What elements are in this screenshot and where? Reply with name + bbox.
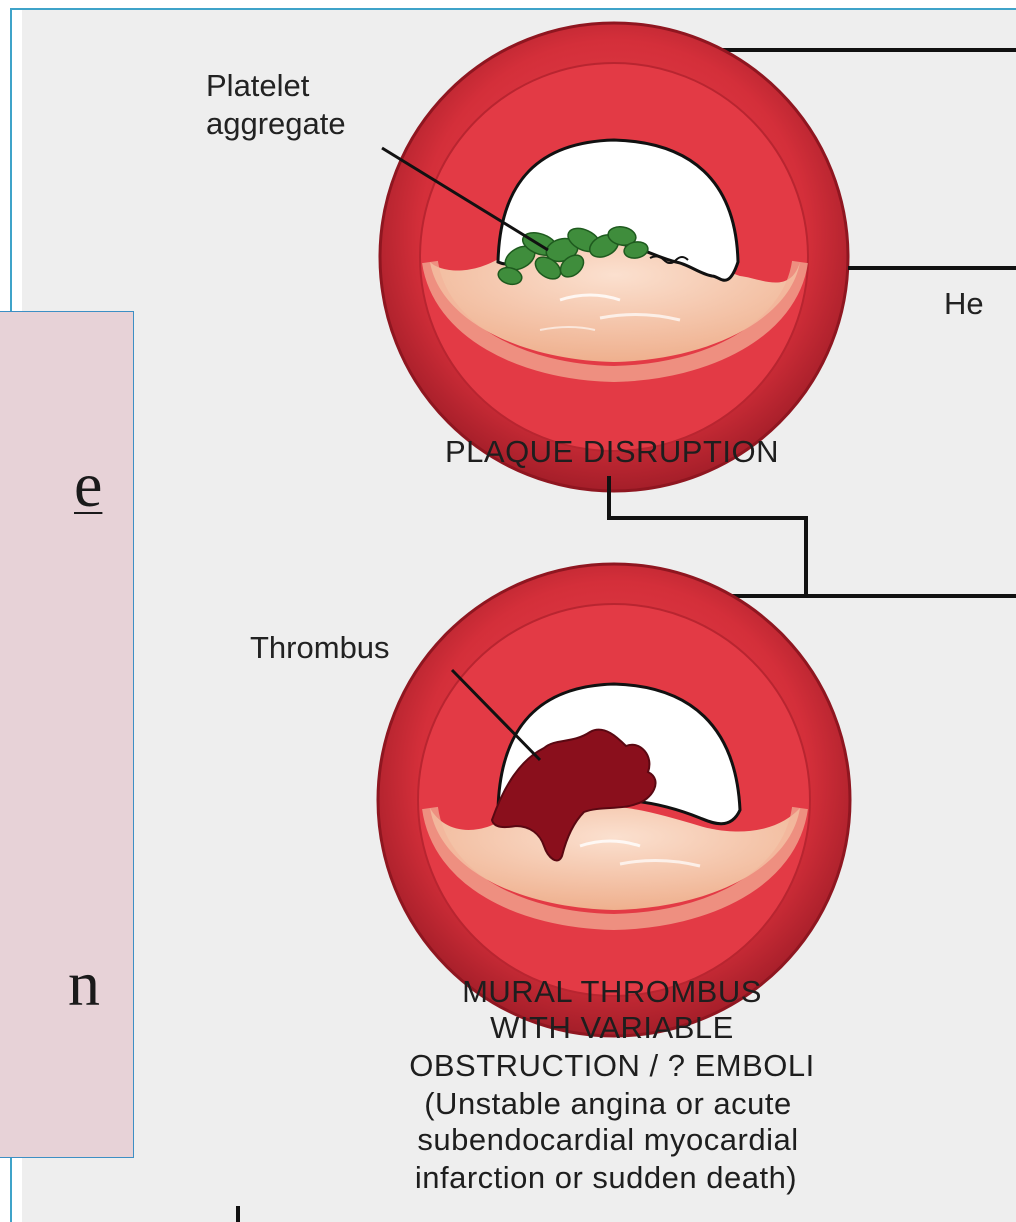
vessel-plaque-disruption — [380, 23, 848, 491]
plaque-disruption-caption: PLAQUE DISRUPTION — [445, 434, 779, 469]
caption-line-3: OBSTRUCTION / ? EMBOLI — [409, 1048, 814, 1083]
caption-line-4: (Unstable angina or acute — [424, 1086, 792, 1121]
mural-thrombus-caption: MURAL THROMBUS WITH VARIABLE OBSTRUCTION… — [409, 974, 814, 1195]
overlay-text-box — [0, 311, 134, 1158]
caption-line-1: MURAL THROMBUS — [462, 974, 762, 1009]
caption-line-5: subendocardial myocardial — [417, 1122, 798, 1157]
caption-line-2: WITH VARIABLE — [490, 1010, 734, 1045]
platelet-label-line-1: Platelet — [206, 68, 310, 103]
vessel-mural-thrombus — [378, 564, 850, 1036]
platelet-label-line-2: aggregate — [206, 106, 346, 141]
overlay-text-fragment-1: e — [74, 453, 102, 517]
overlay-text-fragment-2: n — [68, 952, 100, 1016]
thrombus-label: Thrombus — [250, 630, 390, 665]
caption-line-6: infarction or sudden death) — [415, 1160, 797, 1195]
side-label-partial: He — [944, 286, 984, 321]
